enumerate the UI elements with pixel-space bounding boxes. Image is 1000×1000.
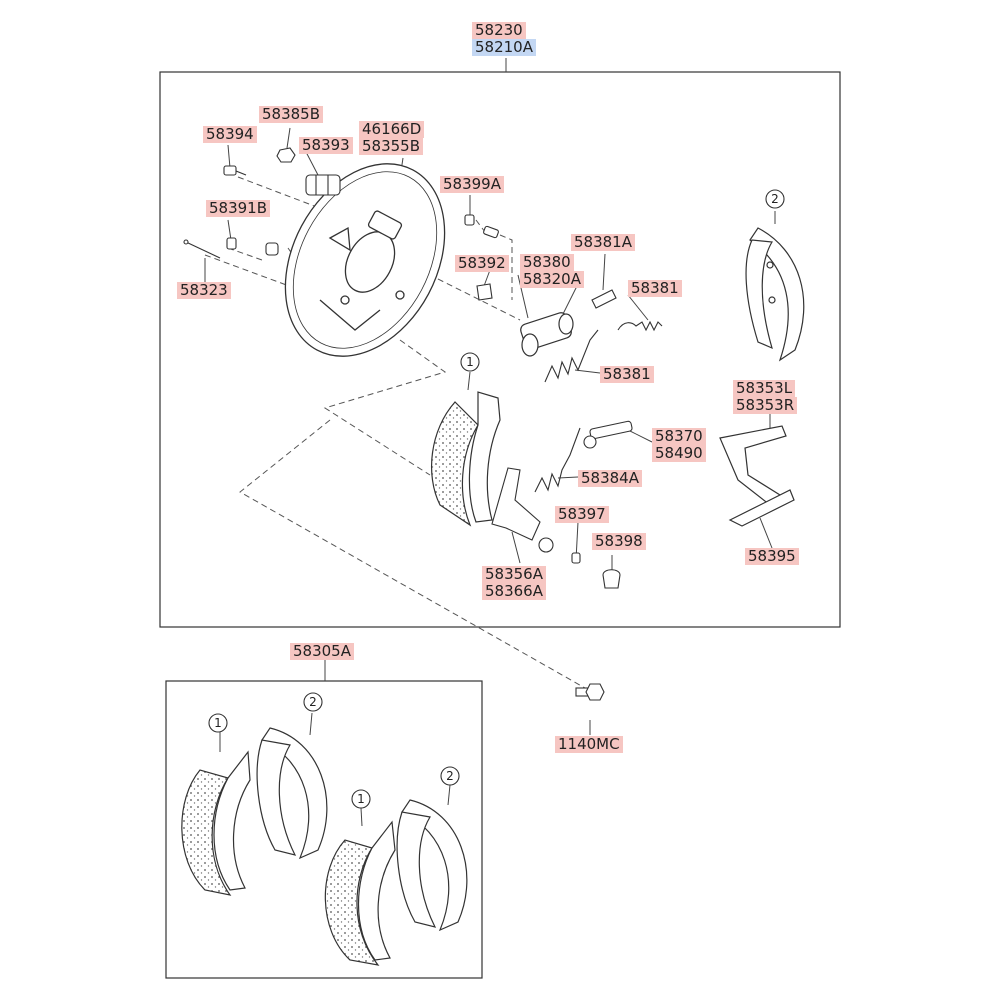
clip-58397 xyxy=(571,552,581,564)
brake-shoe-1 xyxy=(430,391,501,527)
part-label-58210a[interactable]: 58210A xyxy=(472,39,536,56)
parking-lever-58356a xyxy=(491,467,554,553)
kit-shoe-1-right xyxy=(324,820,396,966)
plug-58391b xyxy=(226,237,279,256)
part-label-58397[interactable]: 58397 xyxy=(555,506,609,523)
part-label-58381-upper[interactable]: 58381 xyxy=(628,280,682,297)
nut-58385b xyxy=(276,147,296,163)
part-label-58394[interactable]: 58394 xyxy=(203,126,257,143)
spring-58381a xyxy=(591,289,617,309)
part-label-58392[interactable]: 58392 xyxy=(455,255,509,272)
plate-58392 xyxy=(476,283,493,301)
strut-58353 xyxy=(719,425,795,527)
callout-2-main: 2 xyxy=(771,192,779,206)
kit-shoe-2-right xyxy=(396,799,468,932)
part-label-58391b[interactable]: 58391B xyxy=(206,200,271,217)
part-label-1140mc[interactable]: 1140MC xyxy=(555,736,623,753)
bolt-58394 xyxy=(223,165,247,176)
pin-58323 xyxy=(183,239,221,259)
kit-shoe-2-left xyxy=(256,727,328,860)
part-label-58393[interactable]: 58393 xyxy=(299,137,353,154)
part-label-58230[interactable]: 58230 xyxy=(472,22,526,39)
kit-shoe-1-left xyxy=(181,750,251,896)
adjuster-spring-58384a xyxy=(534,427,581,493)
spring-58381-lower xyxy=(544,329,599,383)
part-label-58385b[interactable]: 58385B xyxy=(259,106,324,123)
spring-58381-upper xyxy=(617,320,663,332)
cap-58393 xyxy=(305,174,341,196)
part-label-58384a[interactable]: 58384A xyxy=(578,470,642,487)
callout-markers xyxy=(208,189,785,809)
part-label-58305a[interactable]: 58305A xyxy=(290,643,354,660)
backing-plate xyxy=(284,163,446,357)
part-label-58395[interactable]: 58395 xyxy=(745,548,799,565)
part-label-58356a[interactable]: 58356A xyxy=(482,566,546,583)
main-assembly-frame xyxy=(159,71,841,628)
part-label-58320a[interactable]: 58320A xyxy=(520,271,584,288)
part-label-58323[interactable]: 58323 xyxy=(177,282,231,299)
part-label-58370[interactable]: 58370 xyxy=(652,428,706,445)
part-label-58381a[interactable]: 58381A xyxy=(571,234,635,251)
callout-2-kit-left: 2 xyxy=(309,695,317,709)
adjuster-58370 xyxy=(583,420,633,449)
part-label-58353r[interactable]: 58353R xyxy=(733,397,798,414)
part-label-58353l[interactable]: 58353L xyxy=(733,380,796,397)
callout-1-main: 1 xyxy=(466,355,474,369)
part-label-58381-lower[interactable]: 58381 xyxy=(600,366,654,383)
part-label-58380[interactable]: 58380 xyxy=(520,254,574,271)
cap-58398 xyxy=(602,569,621,589)
bleeder-58399a xyxy=(464,214,499,239)
callout-1-kit-left: 1 xyxy=(214,716,222,730)
brake-shoe-2 xyxy=(745,227,805,362)
part-label-58355b[interactable]: 58355B xyxy=(359,138,424,155)
callout-1-kit-right: 1 xyxy=(357,792,365,806)
callout-2-kit-right: 2 xyxy=(446,769,454,783)
part-label-58490[interactable]: 58490 xyxy=(652,445,706,462)
part-label-46166d[interactable]: 46166D xyxy=(359,121,425,138)
part-label-58366a[interactable]: 58366A xyxy=(482,583,546,600)
wheel-cylinder-58380 xyxy=(520,312,574,357)
part-label-58399a[interactable]: 58399A xyxy=(440,176,504,193)
part-label-58398[interactable]: 58398 xyxy=(592,533,646,550)
bolt-1140mc xyxy=(575,683,605,701)
shoe-kit-frame xyxy=(165,680,483,979)
